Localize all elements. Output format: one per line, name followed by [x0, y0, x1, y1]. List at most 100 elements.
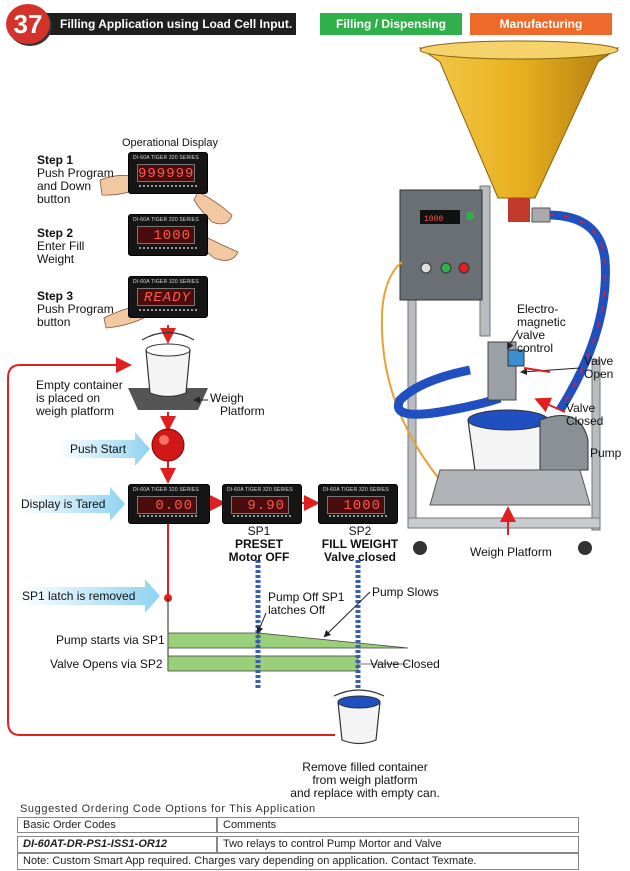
step-2-line-2: Weight — [37, 252, 75, 266]
pump-bar-slowing — [257, 632, 409, 649]
hopper-graphic — [418, 47, 620, 199]
sp1-latch-label: SP1 latch is removed — [22, 589, 136, 603]
pump-label: Pump — [590, 446, 622, 460]
valve-open-line-2: Open — [584, 367, 614, 381]
step-3: Step 3 Push Program button — [37, 289, 114, 329]
push-start-label: Push Start — [70, 442, 127, 456]
meter-sp2: DI-60A TIGER 320 SERIES 1000 — [318, 484, 398, 524]
step-1-line-1: Push Program — [37, 166, 114, 180]
weigh-platform-graphic — [429, 469, 591, 506]
empty-container-label: Empty container is placed on weigh platf… — [36, 379, 123, 418]
valve-closed-timeline-label: Valve Closed — [370, 657, 440, 671]
sp2-fill-weight: FILL WEIGHT — [321, 537, 399, 551]
electro-line-1: Electro- — [517, 302, 559, 316]
filled-container-graphic — [337, 701, 381, 745]
page-title: Filling Application using Load Cell Inpu… — [30, 13, 296, 35]
remove-line-2: from weigh platform — [312, 773, 418, 787]
sp2-label: SP2 FILL WEIGHT Valve closed — [312, 525, 408, 564]
pump-bar-full — [167, 632, 259, 649]
step-2-line-1: Enter Fill — [37, 239, 85, 253]
meter-display: 999999 — [137, 164, 195, 182]
sp2-valve-closed: Valve closed — [323, 550, 397, 564]
sp1-latch-arrow — [18, 579, 160, 613]
step-1-line-3: button — [37, 192, 71, 206]
step-1-line-2: and Down — [37, 179, 92, 193]
meter-brand: DI-60A TIGER 320 SERIES — [227, 487, 293, 493]
sp1-name: SP1 — [247, 524, 271, 538]
step-3-line-2: button — [37, 315, 71, 329]
step-2-heading: Step 2 — [37, 226, 74, 240]
meter-brand: DI-60A TIGER 320 SERIES — [133, 155, 199, 161]
sp1-motor-off: Motor OFF — [228, 550, 290, 564]
valve-open-bar — [167, 655, 359, 672]
valve-closed-line-1: Valve — [566, 401, 596, 415]
meter-step-3: DI-60A TIGER 320 SERIES READY — [128, 276, 208, 318]
svg-text:1000: 1000 — [424, 215, 443, 224]
pump-off-label: Pump Off SP1 latches Off — [268, 591, 344, 617]
category-tag-manufacturing: Manufacturing — [470, 13, 612, 35]
electromagnetic-valve-label: Electro- magnetic valve control — [517, 303, 566, 355]
ordering-comment: Two relays to control Pump Mortor and Va… — [217, 836, 579, 853]
meter-display: 1000 — [327, 496, 385, 514]
step-1: Step 1 Push Program and Down button — [37, 153, 114, 206]
electro-line-2: magnetic — [517, 315, 566, 329]
ordering-col1-header: Basic Order Codes — [17, 817, 217, 833]
meter-display: READY — [137, 288, 195, 306]
empty-container-graphic — [145, 349, 191, 398]
step-1-heading: Step 1 — [37, 153, 74, 167]
ordering-heading: Suggested Ordering Code Options for This… — [20, 803, 316, 815]
electro-line-3: valve — [517, 328, 546, 342]
pump-graphic — [539, 415, 589, 471]
push-start-button-graphic — [151, 428, 185, 462]
remove-line-3: and replace with empty can. — [290, 786, 440, 800]
push-start-arrow — [58, 432, 150, 466]
weigh-platform-label-left: Weigh Platform — [210, 392, 265, 418]
valve-open-line-1: Valve — [584, 354, 614, 368]
return-loop-arrow — [7, 357, 335, 736]
meter-brand: DI-60A TIGER 320 SERIES — [133, 279, 199, 285]
display-tared-label: Display is Tared — [21, 497, 106, 511]
ordering-note: Note: Custom Smart App required. Charges… — [17, 853, 579, 870]
remove-line-1: Remove filled container — [302, 760, 428, 774]
meter-brand: DI-60A TIGER 320 SERIES — [133, 487, 199, 493]
empty-container-line-2: is placed on — [36, 391, 101, 405]
sp1-preset: PRESET — [234, 537, 283, 551]
pump-off-line-1: Pump Off SP1 — [268, 590, 345, 604]
weigh-platform-left-line-1: Weigh — [210, 391, 244, 405]
sp2-name: SP2 — [348, 524, 372, 538]
step-3-line-1: Push Program — [37, 302, 114, 316]
valve-open-label: Valve Open — [584, 355, 613, 381]
meter-brand: DI-60A TIGER 320 SERIES — [323, 487, 389, 493]
empty-container-line-1: Empty container — [36, 378, 123, 392]
weigh-platform-left-line-2: Platform — [220, 404, 265, 418]
ordering-code: DI-60AT-DR-PS1-ISS1-OR12 — [17, 836, 217, 853]
electro-line-4: control — [517, 341, 554, 355]
ordering-col2-header: Comments — [217, 817, 579, 833]
meter-brand: DI-60A TIGER 320 SERIES — [133, 217, 199, 223]
display-tared-arrow — [18, 487, 125, 521]
pump-starts-label: Pump starts via SP1 — [56, 633, 165, 647]
empty-container-line-3: weigh platform — [36, 404, 115, 418]
meter-display: 9.90 — [231, 496, 289, 514]
valve-closed-label: Valve Closed — [566, 402, 603, 428]
sp1-label: SP1 PRESET Motor OFF — [214, 525, 304, 564]
valve-closed-line-2: Closed — [566, 414, 604, 428]
pump-slows-label: Pump Slows — [372, 585, 439, 599]
meter-tared: DI-60A TIGER 320 SERIES 0.00 — [128, 484, 210, 524]
meter-sp1: DI-60A TIGER 320 SERIES 9.90 — [222, 484, 302, 524]
control-box-graphic — [399, 189, 483, 301]
weigh-platform-label-right: Weigh Platform — [470, 545, 552, 559]
category-tag-filling: Filling / Dispensing — [320, 13, 462, 35]
meter-step-1: DI-60A TIGER 320 SERIES 999999 — [128, 152, 208, 194]
application-number-badge: 37 — [6, 4, 50, 44]
meter-step-2: DI-60A TIGER 320 SERIES 1000 — [128, 214, 208, 256]
meter-display: 0.00 — [137, 496, 197, 514]
step-3-heading: Step 3 — [37, 289, 74, 303]
valve-opens-label: Valve Opens via SP2 — [50, 657, 163, 671]
remove-container-label: Remove filled container from weigh platf… — [265, 761, 465, 800]
operational-display-label: Operational Display — [122, 137, 218, 149]
pump-off-line-2: latches Off — [268, 603, 326, 617]
meter-display: 1000 — [137, 226, 195, 244]
step-2: Step 2 Enter Fill Weight — [37, 226, 84, 266]
